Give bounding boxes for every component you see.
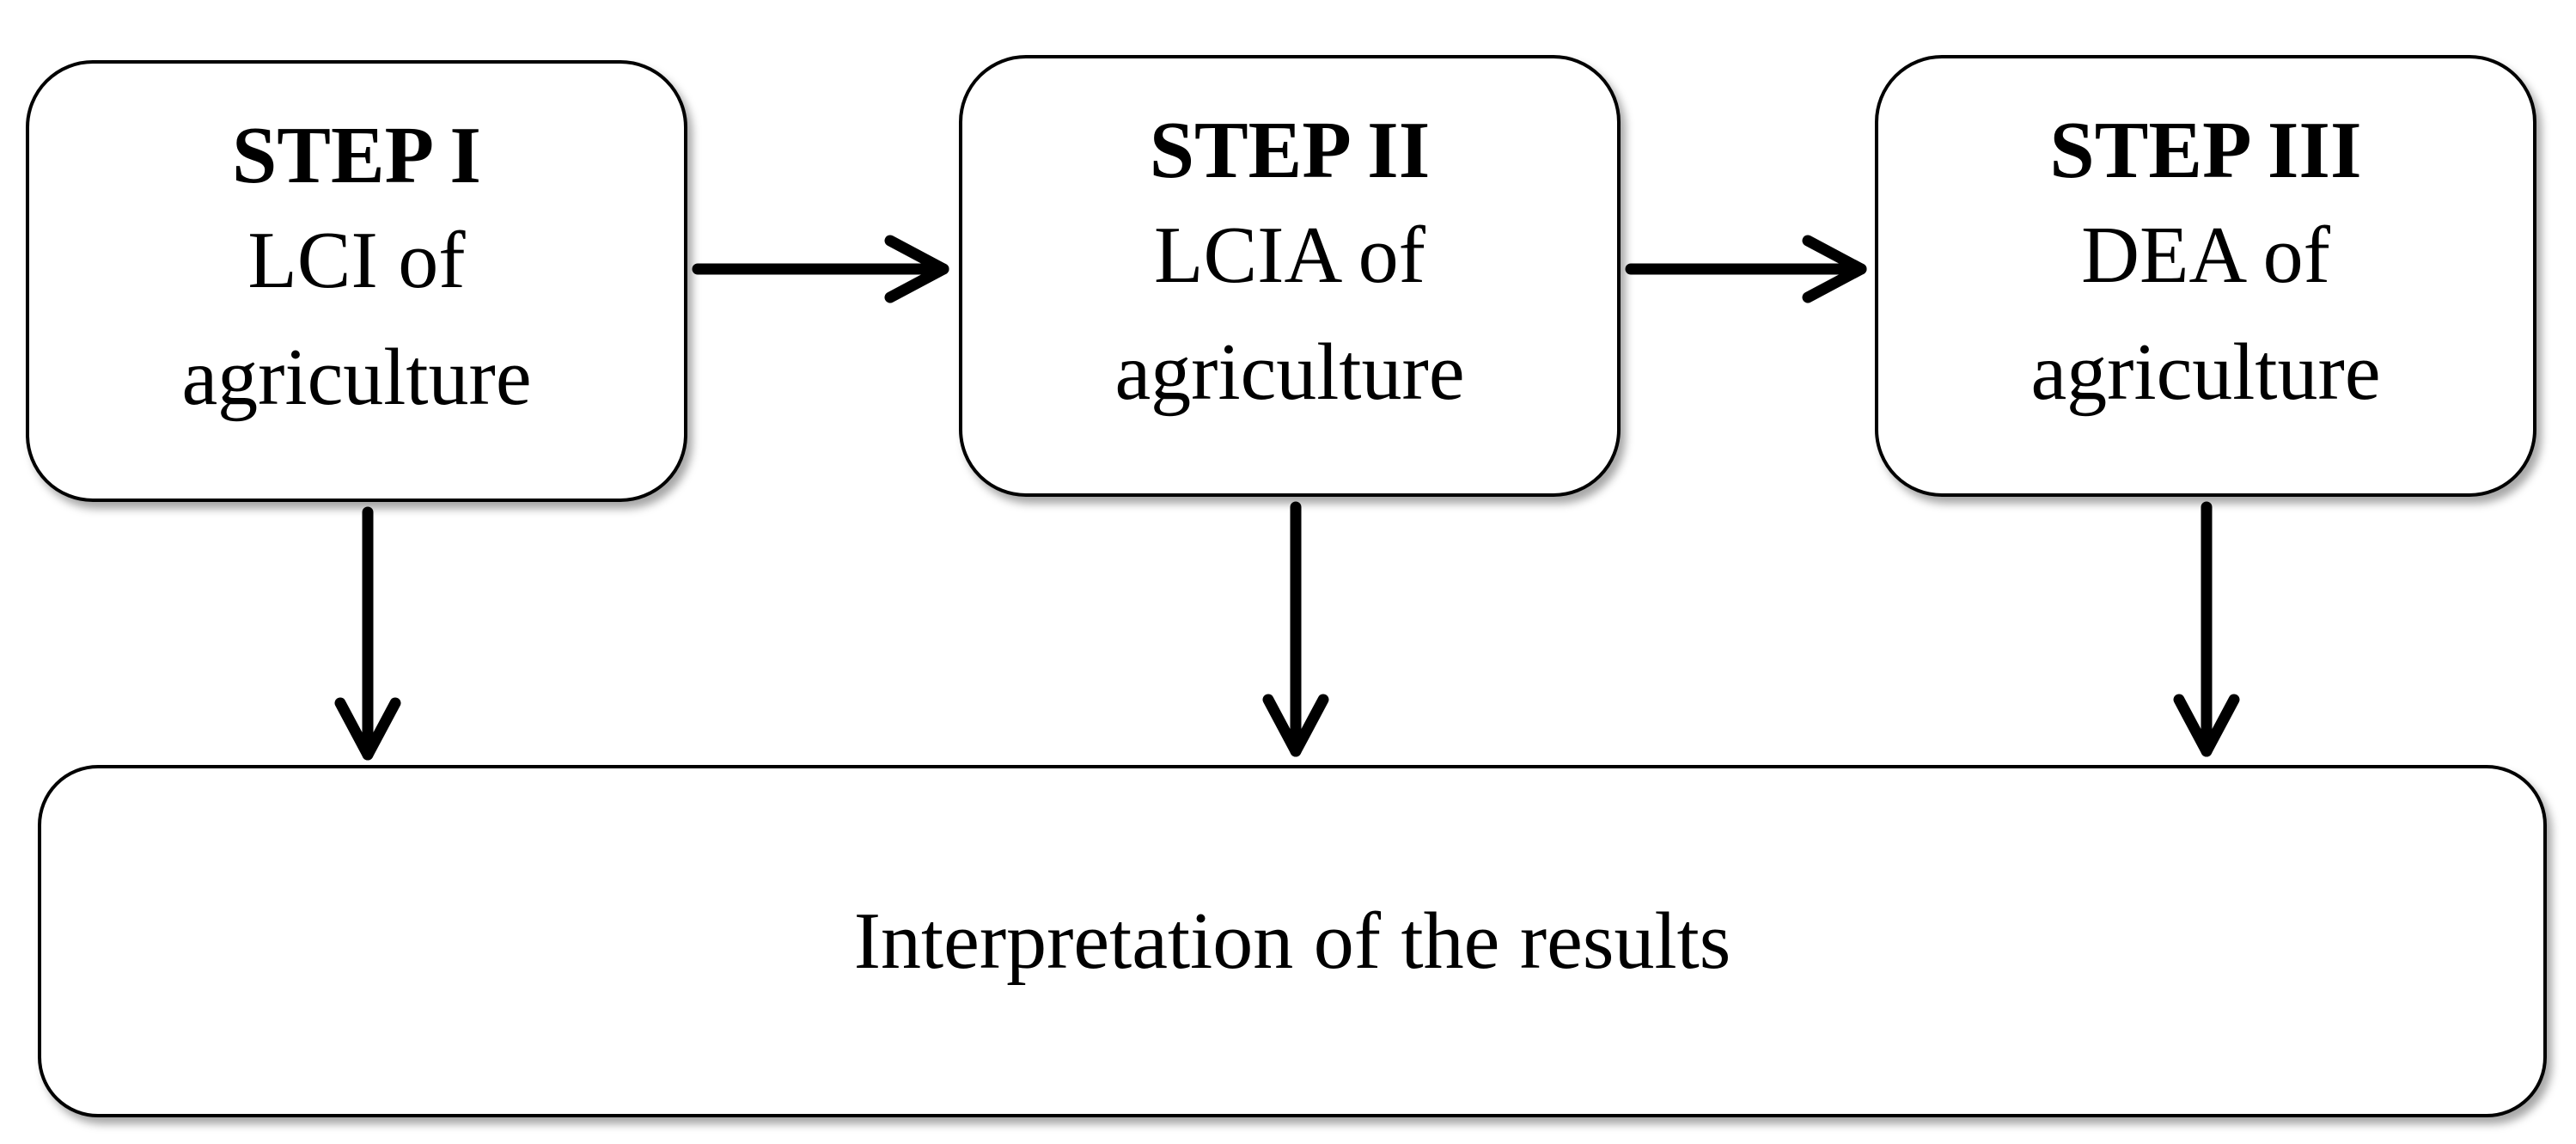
result-text: Interpretation of the results <box>853 896 1731 986</box>
arrow-step1-to-step2 <box>692 235 949 303</box>
step-1-box: STEP I LCI of agriculture <box>26 60 687 502</box>
step-3-title: STEP III <box>2049 105 2362 195</box>
step-2-title: STEP II <box>1149 105 1431 195</box>
result-box: Interpretation of the results <box>38 765 2547 1117</box>
step-1-title: STEP I <box>232 110 481 200</box>
step-1-text: LCI of agriculture <box>181 215 532 423</box>
arrow-step2-to-step3 <box>1625 235 1867 303</box>
step-2-text: LCIA of agriculture <box>1114 210 1465 418</box>
arrow-step3-to-result <box>2173 501 2240 757</box>
step-3-box: STEP III DEA of agriculture <box>1875 55 2536 497</box>
step-2-box: STEP II LCIA of agriculture <box>959 55 1621 497</box>
arrow-step1-to-result <box>334 506 401 761</box>
arrow-step2-to-result <box>1262 501 1329 757</box>
step-3-text: DEA of agriculture <box>2030 210 2381 418</box>
